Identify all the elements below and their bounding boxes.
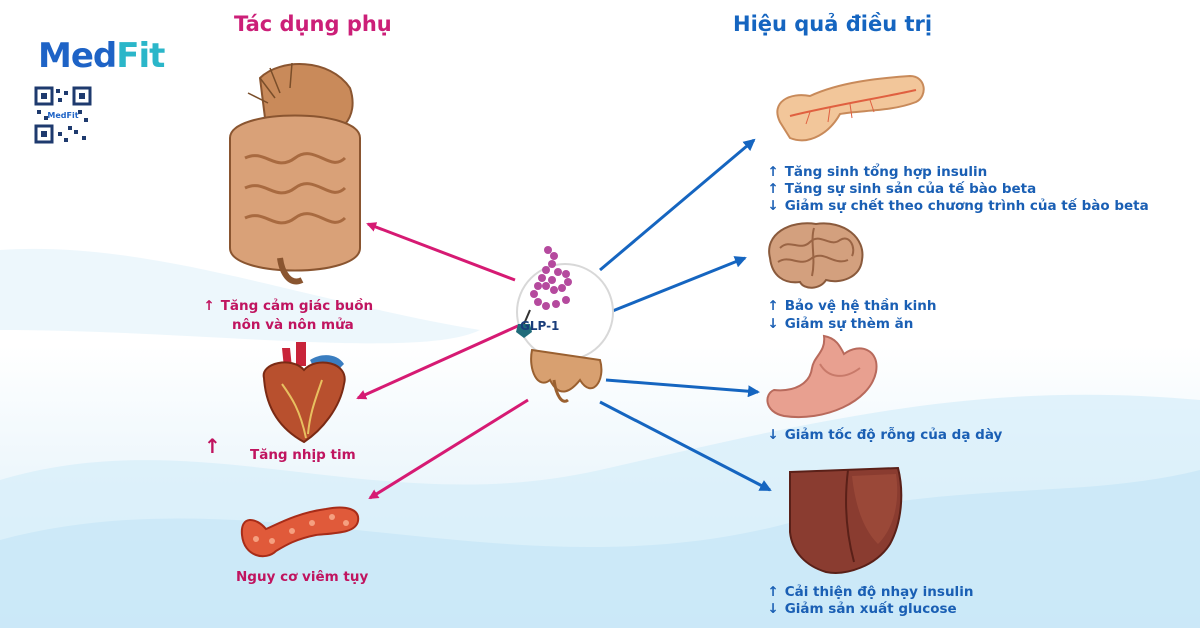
stomach-icon (766, 334, 878, 418)
decrease-arrow-icon: ↓ (767, 427, 779, 443)
appetite-text: ↓ Giảm sự thèm ăn (766, 316, 913, 332)
logo-part1: Med (38, 36, 117, 76)
therapeutic-effects-heading: Hiệu quả điều trị (733, 12, 933, 36)
neuroprotection-text: ↑ Bảo vệ hệ thần kinh (766, 298, 937, 314)
arrow-to-pancreas (599, 138, 756, 272)
nausea-line2: nôn và nôn mửa (232, 317, 354, 333)
brain-icon (768, 222, 864, 289)
arrow-to-stomach (605, 378, 760, 398)
beta-proliferation-text: ↑ Tăng sự sinh sản của tế bào beta (766, 181, 1036, 197)
qr-center-text: MedFit (47, 111, 78, 120)
pancreas-inflamed-icon (240, 506, 360, 558)
neuroprotection-label: Bảo vệ hệ thần kinh (784, 298, 937, 314)
arrow-to-heart (356, 323, 521, 400)
glp1-intestine-icon (530, 348, 603, 403)
arrow-to-brain (609, 256, 747, 314)
nausea-text: ↑ Tăng cảm giác buồn (202, 298, 373, 314)
pancreatitis-text: Nguy cơ viêm tụy (236, 569, 369, 585)
increase-arrow-icon: ↑ (767, 181, 779, 197)
arrow-to-liver (599, 400, 772, 492)
decrease-arrow-icon: ↓ (767, 198, 779, 214)
beta-proliferation-label: Tăng sự sinh sản của tế bào beta (784, 181, 1037, 197)
increase-arrow-icon: ↑ (767, 584, 779, 600)
increase-arrow-icon: ↑ (767, 298, 779, 314)
insulin-synthesis-label: Tăng sinh tổng hợp insulin (784, 164, 988, 180)
gastric-emptying-text: ↓ Giảm tốc độ rỗng của dạ dày (766, 427, 1002, 443)
nausea-line1: Tăng cảm giác buồn (220, 298, 374, 314)
glucose-production-text: ↓ Giảm sản xuất glucose (766, 601, 957, 617)
gastric-emptying-label: Giảm tốc độ rỗng của dạ dày (784, 427, 1003, 443)
decrease-arrow-icon: ↓ (767, 316, 779, 332)
beta-apoptosis-text: ↓ Giảm sự chết theo chương trình của tế … (766, 198, 1149, 214)
arrow-to-pancreas-side (368, 398, 529, 500)
increase-arrow-icon: ↑ (203, 298, 215, 314)
pancreas-icon (776, 74, 925, 142)
side-effects-heading: Tác dụng phụ (234, 12, 392, 36)
insulin-sensitivity-text: ↑ Cải thiện độ nhạy insulin (766, 584, 973, 600)
heart-increase-arrow-icon: ↑ (204, 434, 221, 458)
liver-icon (789, 466, 903, 574)
qr-code-icon: MedFit (34, 86, 92, 144)
beta-apoptosis-label: Giảm sự chết theo chương trình của tế bà… (784, 198, 1149, 214)
heart-rate-text: Tăng nhịp tim (250, 447, 356, 463)
insulin-sensitivity-label: Cải thiện độ nhạy insulin (784, 584, 974, 600)
heart-icon (262, 342, 346, 444)
decrease-arrow-icon: ↓ (767, 601, 779, 617)
intestine-icon (229, 62, 361, 285)
insulin-synthesis-text: ↑ Tăng sinh tổng hợp insulin (766, 164, 987, 180)
glp1-label: GLP-1 (520, 319, 560, 333)
appetite-label: Giảm sự thèm ăn (784, 316, 914, 332)
increase-arrow-icon: ↑ (767, 164, 779, 180)
glucose-production-label: Giảm sản xuất glucose (784, 601, 957, 617)
glp1-molecule-icon (516, 246, 614, 403)
logo-part2: Fit (116, 36, 165, 76)
medfit-logo: MedFit (38, 36, 165, 76)
arrow-to-intestine (366, 222, 516, 282)
